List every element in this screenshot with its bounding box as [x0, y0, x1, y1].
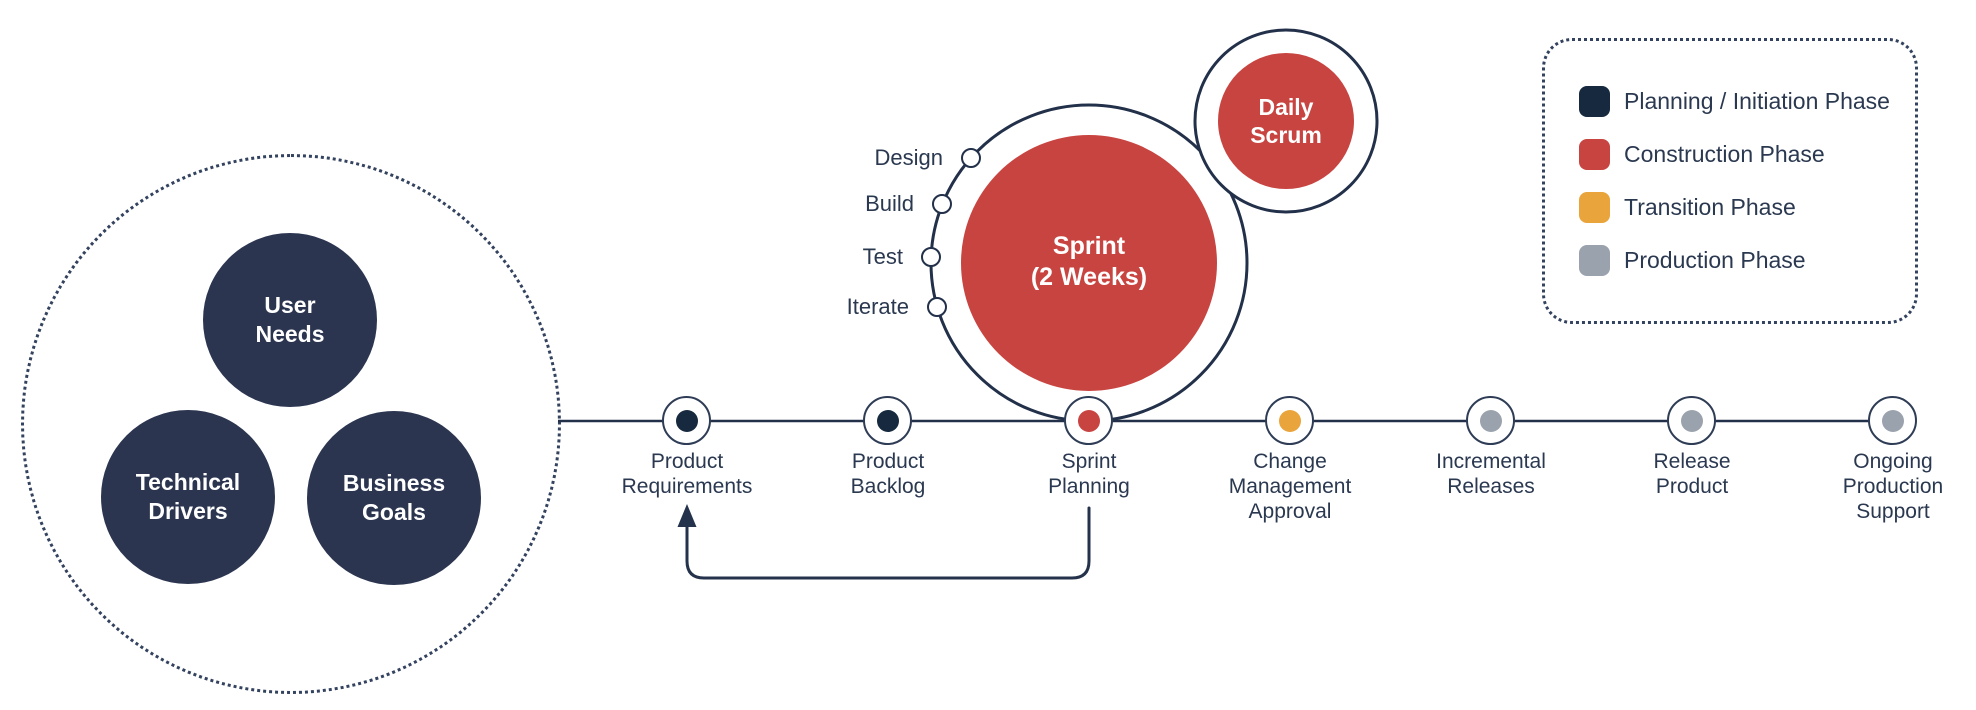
drivers-cluster-boundary	[21, 154, 561, 694]
step-circle-build	[931, 193, 952, 214]
daily-scrum-label: Daily Scrum	[1250, 94, 1322, 148]
milestone-dot	[1077, 409, 1100, 432]
milestone-dot	[675, 409, 698, 432]
legend-row-production: Production Phase	[1579, 245, 1806, 276]
milestone-product-requirements	[662, 396, 711, 445]
milestone-ongoing-production-support	[1868, 396, 1917, 445]
milestone-dot	[1479, 409, 1502, 432]
driver-circle-technical-drivers: Technical Drivers	[101, 410, 275, 584]
milestone-change-management-approval	[1265, 396, 1314, 445]
step-label-build: Build	[865, 191, 914, 216]
step-label-test: Test	[862, 244, 903, 269]
construction-swatch-icon	[1579, 139, 1610, 170]
legend-label-construction: Construction Phase	[1624, 141, 1825, 167]
step-label-iterate: Iterate	[846, 294, 909, 319]
milestone-label: Product Backlog	[850, 450, 926, 498]
legend-row-planning: Planning / Initiation Phase	[1579, 86, 1890, 117]
legend-row-transition: Transition Phase	[1579, 192, 1796, 223]
milestone-dot	[1881, 409, 1904, 432]
step-circle-iterate	[926, 296, 947, 317]
feedback-loop-arrow	[685, 506, 1091, 580]
milestone-incremental-releases	[1466, 396, 1515, 445]
legend-label-planning: Planning / Initiation Phase	[1624, 88, 1890, 114]
milestone-label: Ongoing Production Support	[1842, 450, 1944, 523]
legend-label-transition: Transition Phase	[1624, 194, 1796, 220]
driver-circle-user-needs: User Needs	[203, 233, 377, 407]
step-label-design: Design	[874, 145, 943, 170]
driver-label: Technical Drivers	[135, 469, 241, 524]
step-circle-design	[960, 147, 981, 168]
legend-label-production: Production Phase	[1624, 247, 1806, 273]
driver-label: User Needs	[255, 292, 325, 347]
driver-label: Business Goals	[342, 470, 446, 525]
milestone-label: Sprint Planning	[1048, 450, 1130, 498]
legend-row-construction: Construction Phase	[1579, 139, 1825, 170]
milestone-dot	[1680, 409, 1703, 432]
planning-swatch-icon	[1579, 86, 1610, 117]
milestone-dot	[876, 409, 899, 432]
milestone-product-backlog	[863, 396, 912, 445]
milestone-label: Release Product	[1653, 450, 1731, 498]
milestone-release-product	[1667, 396, 1716, 445]
step-circle-test	[920, 246, 941, 267]
transition-swatch-icon	[1579, 192, 1610, 223]
milestone-label: Product Requirements	[621, 450, 753, 498]
production-swatch-icon	[1579, 245, 1610, 276]
feedback-arrowhead-icon	[677, 504, 697, 527]
driver-circle-business-goals: Business Goals	[307, 411, 481, 585]
milestone-label: Incremental Releases	[1436, 450, 1546, 498]
milestone-dot	[1278, 409, 1301, 432]
sprint-circle	[961, 135, 1217, 391]
milestone-sprint-planning	[1064, 396, 1113, 445]
milestone-label: Change Management Approval	[1228, 450, 1352, 523]
sprint-label: Sprint (2 Weeks)	[1030, 232, 1148, 291]
daily-scrum-circle	[1218, 53, 1354, 189]
